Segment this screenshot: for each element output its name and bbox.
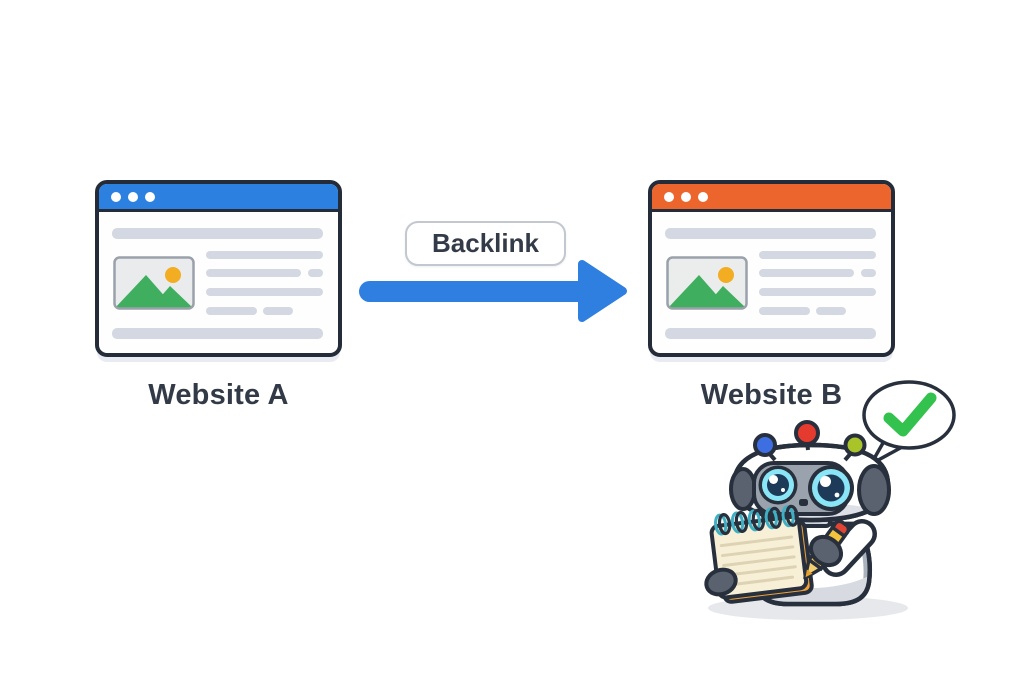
antenna-ball-red [794, 420, 820, 446]
text-line-placeholder [861, 269, 876, 277]
text-line-placeholder [759, 307, 810, 315]
text-line-placeholder [759, 288, 876, 296]
website-a-window [95, 180, 342, 357]
text-line-placeholder [263, 307, 293, 315]
website-b-label: Website B [700, 379, 843, 411]
website-b-titlebar [652, 184, 891, 212]
window-dot [681, 191, 691, 202]
text-line-placeholder [665, 328, 876, 339]
text-line-placeholder [816, 307, 846, 315]
website-a-titlebar [99, 184, 338, 212]
mountain-sun-image-icon [113, 256, 195, 310]
text-line-placeholder [112, 328, 323, 339]
website-a-label: Website A [148, 379, 289, 411]
robot-head [729, 420, 891, 523]
image-placeholder [113, 256, 195, 315]
speech-bubble [862, 380, 956, 466]
backlink-arrow-icon [359, 260, 627, 322]
text-line-placeholder [665, 228, 876, 239]
backlink-label: Backlink [432, 228, 539, 258]
text-line-placeholder [206, 307, 257, 315]
antenna-ball-green [843, 433, 867, 457]
backlink-label-pill: Backlink [405, 221, 566, 266]
text-line-placeholder [206, 251, 323, 259]
robot-left-hand [704, 567, 738, 597]
window-dot [698, 191, 708, 202]
text-line-placeholder [759, 269, 854, 277]
window-dot [128, 191, 138, 202]
robot-nose [799, 499, 808, 506]
website-b-window [648, 180, 895, 357]
robot-right-hand [808, 534, 844, 568]
image-placeholder [666, 256, 748, 315]
mascot-shadow [708, 596, 908, 620]
robot-mascot [704, 380, 956, 620]
window-dot [664, 191, 674, 202]
text-line-placeholder [308, 269, 323, 277]
robot-left-ear [729, 467, 757, 511]
robot-right-eye [808, 465, 854, 511]
text-line-placeholder [112, 228, 323, 239]
window-dot [111, 191, 121, 202]
robot-left-eye [758, 465, 798, 505]
checkmark-icon [883, 392, 937, 437]
text-line-placeholder [206, 269, 301, 277]
robot-right-ear [857, 464, 891, 516]
mountain-sun-image-icon [666, 256, 748, 310]
text-line-placeholder [206, 288, 323, 296]
text-line-placeholder [759, 251, 876, 259]
antenna-ball-blue [753, 433, 777, 457]
window-dot [145, 191, 155, 202]
